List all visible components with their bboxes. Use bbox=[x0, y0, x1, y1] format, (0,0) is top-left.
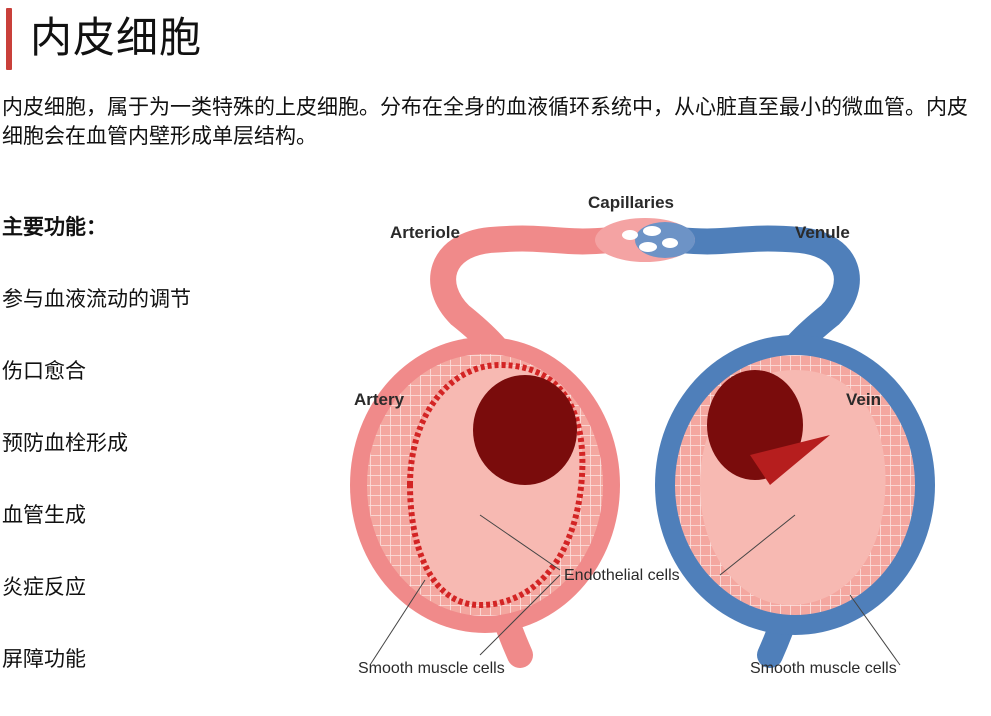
label-venule: Venule bbox=[795, 223, 850, 242]
function-item: 屏障功能 bbox=[2, 647, 86, 671]
function-item: 炎症反应 bbox=[2, 575, 86, 599]
functions-heading: 主要功能： bbox=[2, 215, 107, 239]
label-arteriole: Arteriole bbox=[390, 223, 460, 242]
functions-list: 参与血液流动的调节 伤口愈合 预防血栓形成 血管生成 炎症反应 屏障功能 bbox=[2, 284, 191, 716]
label-endothelial-cells: Endothelial cells bbox=[564, 567, 680, 584]
function-item: 预防血栓形成 bbox=[2, 431, 128, 455]
capillary-bed bbox=[595, 218, 695, 262]
function-item: 参与血液流动的调节 bbox=[2, 287, 191, 311]
label-capillaries: Capillaries bbox=[588, 193, 674, 212]
vessel-illustration bbox=[350, 218, 935, 668]
page-title: 内皮细胞 bbox=[30, 13, 203, 62]
title-accent-bar bbox=[6, 8, 12, 70]
blood-vessel-diagram: Capillaries Arteriole Venule Artery Vein… bbox=[330, 185, 970, 689]
function-item: 血管生成 bbox=[2, 503, 86, 527]
intro-paragraph: 内皮细胞，属于为一类特殊的上皮细胞。分布在全身的血液循环系统中，从心脏直至最小的… bbox=[2, 95, 968, 148]
label-vein: Vein bbox=[846, 390, 881, 409]
label-artery: Artery bbox=[354, 390, 405, 409]
label-smooth-muscle-left: Smooth muscle cells bbox=[358, 660, 505, 677]
artery-section bbox=[350, 337, 620, 633]
label-smooth-muscle-right: Smooth muscle cells bbox=[750, 660, 897, 677]
vein-section bbox=[655, 335, 935, 635]
function-item: 伤口愈合 bbox=[2, 359, 86, 383]
